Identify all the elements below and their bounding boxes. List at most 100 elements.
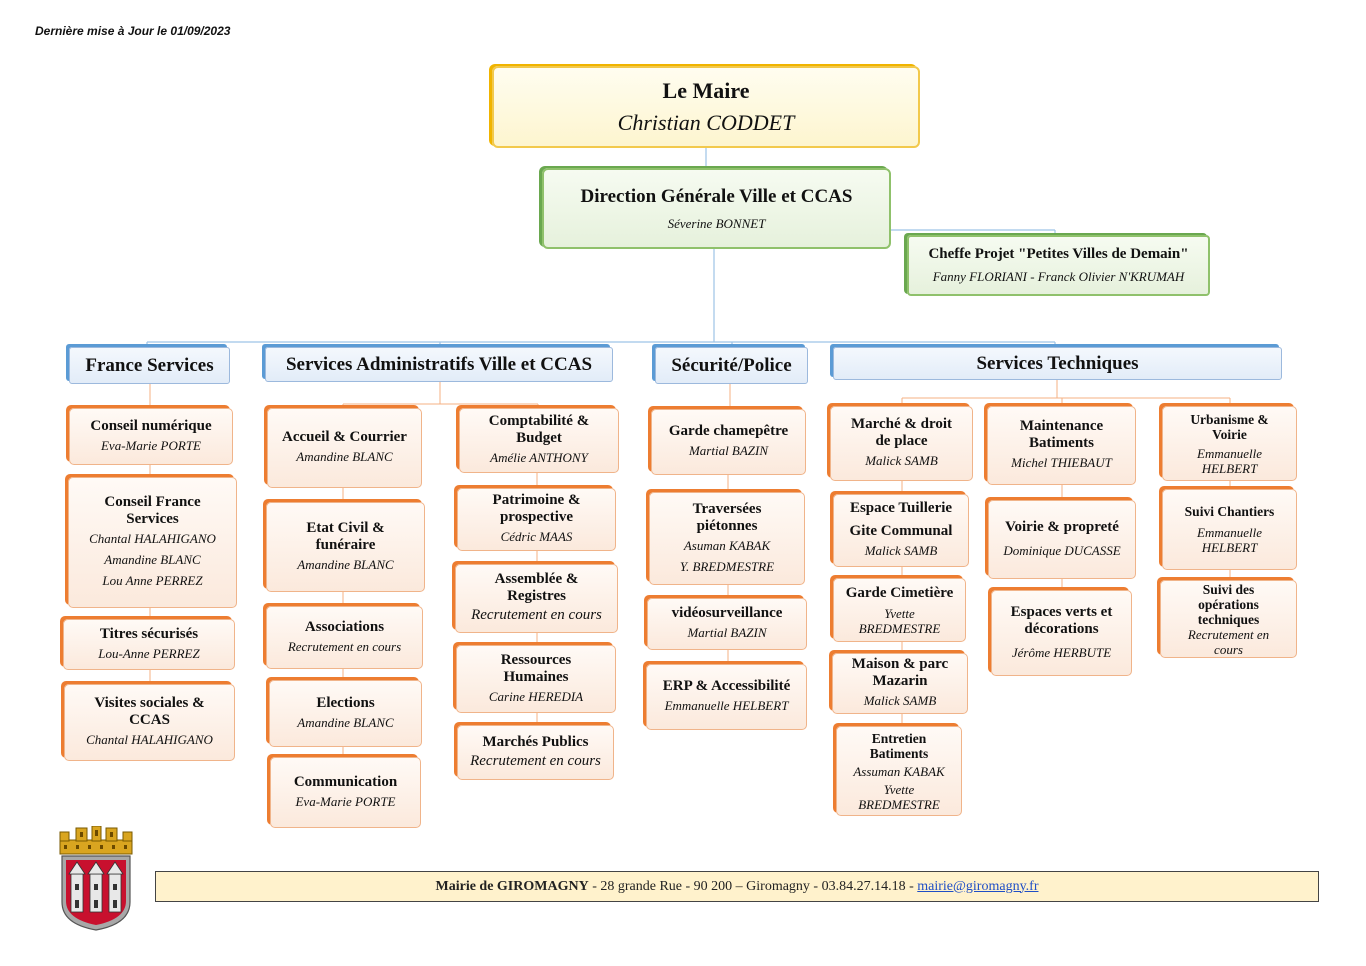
- unit-traversees-pietonnes: Traversées piétonnes Asuman KABAK Y. BRE…: [649, 492, 805, 585]
- unit-patrimoine-prospective: Patrimoine & prospective Cédric MAAS: [457, 488, 616, 551]
- unit-person: Cédric MAAS: [500, 529, 573, 544]
- unit-person: Assuman KABAK: [853, 763, 945, 779]
- unit-title: Espace Tuillerie: [849, 500, 953, 516]
- unit-title: Urbanisme & Voirie: [1190, 411, 1269, 442]
- unit-elections: Elections Amandine BLANC: [269, 680, 422, 747]
- unit-conseil-france-services: Conseil France Services Chantal HALAHIGA…: [68, 477, 237, 608]
- unit-person: Dominique DUCASSE: [1003, 542, 1121, 558]
- footer-address: - 28 grande Rue - 90 200 – Giromagny - 0…: [588, 878, 918, 894]
- unit-person: Martial BAZIN: [688, 443, 769, 458]
- unit-assemblee-registres: Assemblée & Registres Recrutement en cou…: [455, 564, 618, 633]
- unit-accueil-courrier: Accueil & Courrier Amandine BLANC: [267, 408, 422, 488]
- unit-person: Jérôme HERBUTE: [1011, 644, 1112, 660]
- unit-title: Assemblée & Registres: [494, 571, 579, 604]
- unit-communication: Communication Eva-Marie PORTE: [270, 757, 421, 828]
- unit-person: Amandine BLANC: [104, 552, 201, 567]
- unit-etat-civil: Etat Civil & funéraire Amandine BLANC: [266, 502, 425, 592]
- unit-conseil-numerique: Conseil numérique Eva-Marie PORTE: [69, 408, 233, 465]
- direction-title: Direction Générale Ville et CCAS: [580, 185, 853, 207]
- direction-box: Direction Générale Ville et CCAS Séverin…: [542, 168, 891, 249]
- unit-person: Lou-Anne PERREZ: [98, 645, 200, 661]
- unit-person: Asuman KABAK: [683, 537, 771, 553]
- unit-person: Lou Anne PERREZ: [102, 573, 203, 588]
- unit-person: Amandine BLANC: [296, 449, 393, 464]
- department-security-police: Sécurité/Police: [655, 347, 808, 384]
- project-lead-title: Cheffe Projet "Petites Villes de Demain": [928, 246, 1189, 262]
- unit-person: Malick SAMB: [864, 543, 938, 558]
- unit-associations: Associations Recrutement en cours: [266, 606, 423, 669]
- unit-title: Ressources Humaines: [500, 651, 572, 685]
- unit-title: Maintenance Batiments: [1019, 418, 1104, 451]
- unit-entretien-batiments: Entretien Batiments Assuman KABAK Yvette…: [836, 726, 962, 816]
- unit-title: Maison & parc Mazarin: [851, 656, 949, 689]
- footer-organization: Mairie de GIROMAGNY: [435, 878, 589, 894]
- unit-person: Y. BREDMESTRE: [679, 558, 775, 574]
- unit-espace-tuillerie: Espace Tuillerie Gite Communal Malick SA…: [833, 494, 969, 567]
- unit-voirie-proprete: Voirie & propreté Dominique DUCASSE: [988, 500, 1136, 579]
- unit-person: Malick SAMB: [863, 693, 937, 708]
- unit-person: Carine HEREDIA: [488, 688, 584, 704]
- unit-title: Elections: [316, 694, 375, 711]
- unit-suivi-chantiers: Suivi Chantiers Emmanuelle HELBERT: [1162, 489, 1297, 570]
- town-crest-logo: [59, 826, 133, 931]
- unit-title: Visites sociales & CCAS: [94, 695, 205, 728]
- project-lead-names: Fanny FLORIANI - Franck Olivier N'KRUMAH: [932, 269, 1185, 284]
- unit-person: Emmanuelle HELBERT: [1197, 445, 1262, 476]
- unit-title: Suivi Chantiers: [1184, 504, 1275, 519]
- footer-contact-bar: Mairie de GIROMAGNY - 28 grande Rue - 90…: [155, 871, 1319, 902]
- unit-garde-champetre: Garde chamepêtre Martial BAZIN: [651, 409, 806, 475]
- direction-name: Séverine BONNET: [667, 215, 766, 231]
- unit-urbanisme-voirie: Urbanisme & Voirie Emmanuelle HELBERT: [1162, 406, 1297, 481]
- unit-ressources-humaines: Ressources Humaines Carine HEREDIA: [456, 645, 616, 713]
- unit-person: Martial BAZIN: [687, 625, 767, 640]
- unit-suivi-operations: Suivi des opérations techniques Recrutem…: [1160, 580, 1297, 658]
- unit-marche-droit-place: Marché & droit de place Malick SAMB: [830, 406, 973, 481]
- unit-person: Michel THIEBAUT: [1011, 455, 1112, 470]
- mayor-title: Le Maire: [662, 78, 750, 103]
- unit-person: Recrutement en cours: [287, 638, 402, 654]
- unit-videosurveillance: vidéosurveillance Martial BAZIN: [647, 598, 807, 650]
- project-lead-box: Cheffe Projet "Petites Villes de Demain"…: [907, 235, 1210, 296]
- unit-comptabilite-budget: Comptabilité & Budget Amélie ANTHONY: [459, 408, 619, 473]
- unit-person: Emmanuelle HELBERT: [1197, 525, 1262, 555]
- unit-title: Voirie & propreté: [1005, 518, 1119, 535]
- unit-title: Traversées piétonnes: [692, 500, 762, 534]
- unit-person: Recrutement en cours: [471, 607, 602, 623]
- department-admin-services: Services Administratifs Ville et CCAS: [265, 347, 613, 382]
- unit-marches-publics: Marchés Publics Recrutement en cours: [457, 725, 614, 780]
- unit-title: Patrimoine & prospective: [492, 492, 581, 525]
- unit-person: Recrutement en cours: [1187, 626, 1270, 657]
- mayor-name: Christian CODDET: [617, 110, 795, 135]
- unit-title: Marchés Publics: [482, 733, 589, 750]
- unit-title: Comptabilité & Budget: [488, 413, 590, 446]
- last-update-note: Dernière mise à Jour le 01/09/2023: [35, 24, 231, 38]
- unit-title: Etat Civil & funéraire: [306, 519, 385, 553]
- unit-title: Associations: [304, 618, 385, 635]
- unit-visites-sociales: Visites sociales & CCAS Chantal HALAHIGA…: [64, 684, 235, 761]
- unit-person: Emmanuelle HELBERT: [664, 698, 789, 713]
- unit-title: Marché & droit de place: [850, 416, 953, 449]
- unit-person: Amélie ANTHONY: [490, 450, 588, 465]
- unit-title-secondary: Gite Communal: [849, 523, 953, 539]
- unit-garde-cimetiere: Garde Cimetière Yvette BREDMESTRE: [833, 578, 966, 642]
- unit-person: Chantal HALAHIGANO: [89, 531, 216, 546]
- unit-maintenance-batiments: Maintenance Batiments Michel THIEBAUT: [987, 406, 1136, 485]
- unit-person: Yvette BREDMESTRE: [858, 605, 941, 636]
- unit-person: Amandine BLANC: [297, 556, 394, 572]
- unit-erp-accessibilite: ERP & Accessibilité Emmanuelle HELBERT: [646, 664, 807, 730]
- unit-person: Malick SAMB: [865, 453, 938, 468]
- unit-title: Conseil France Services: [104, 494, 201, 527]
- unit-espaces-verts: Espaces verts et décorations Jérôme HERB…: [991, 590, 1132, 676]
- unit-title: Garde Cimetière: [845, 584, 954, 601]
- unit-person: Amandine BLANC: [297, 714, 394, 730]
- unit-title: Entretien Batiments: [869, 730, 929, 761]
- mayor-box: Le Maire Christian CODDET: [492, 66, 920, 148]
- unit-person: Recrutement en cours: [470, 752, 601, 769]
- unit-title: Espaces verts et décorations: [1010, 603, 1113, 637]
- unit-title: vidéosurveillance: [671, 605, 783, 621]
- unit-person: Yvette BREDMESTRE: [858, 781, 940, 812]
- unit-title: Communication: [293, 773, 398, 790]
- unit-person: Eva-Marie PORTE: [295, 793, 396, 809]
- footer-email-link[interactable]: mairie@giromagny.fr: [917, 878, 1039, 894]
